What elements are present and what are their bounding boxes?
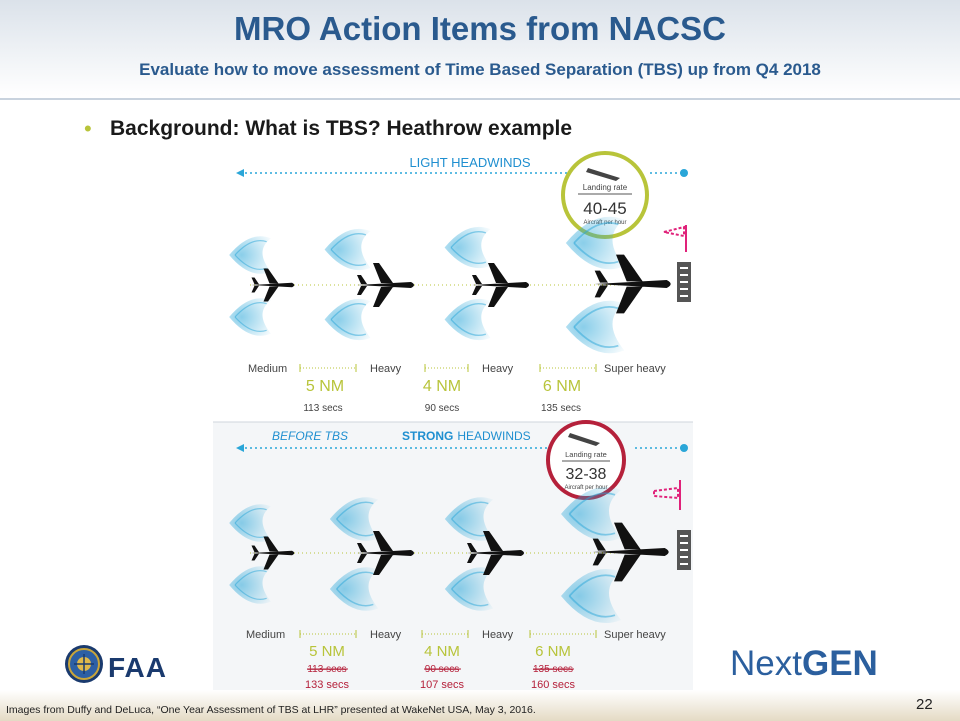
panel-light-headwinds: LIGHT HEADWINDS Landing rate 40-45 Aircr… bbox=[213, 148, 693, 422]
class-label: Heavy bbox=[370, 363, 402, 375]
nextgen-next: Next bbox=[730, 644, 802, 683]
time-label: 113 secs bbox=[303, 403, 342, 414]
panel-strong-headwinds: BEFORE TBS STRONG HEADWINDS Landing rate… bbox=[213, 420, 693, 694]
slide-title: MRO Action Items from NACSC bbox=[234, 10, 726, 47]
class-label: Medium bbox=[246, 629, 285, 641]
wind-dot-icon bbox=[680, 444, 688, 452]
class-label: Medium bbox=[248, 363, 287, 375]
class-label: Heavy bbox=[482, 629, 514, 641]
time-label: 90 secs bbox=[425, 403, 459, 414]
footer-citation: Images from Duffy and DeLuca, “One Year … bbox=[6, 704, 536, 716]
rate-value: 32-38 bbox=[566, 466, 607, 483]
bullet-icon: • bbox=[84, 116, 92, 141]
faa-seal-icon bbox=[65, 645, 103, 683]
bullet-text: Background: What is TBS? Heathrow exampl… bbox=[110, 117, 573, 140]
before-tbs-label: BEFORE TBS bbox=[272, 429, 348, 443]
header-band bbox=[0, 0, 960, 96]
rate-label: Landing rate bbox=[583, 183, 628, 192]
new-time-label: 107 secs bbox=[420, 679, 465, 691]
rate-value: 40-45 bbox=[583, 199, 626, 218]
distance-label: 5 NM bbox=[306, 378, 344, 395]
distance-label: 6 NM bbox=[543, 378, 581, 395]
landing-plane-icon bbox=[568, 433, 600, 446]
page-number: 22 bbox=[916, 696, 933, 713]
class-label: Heavy bbox=[370, 629, 402, 641]
time-label: 135 secs bbox=[541, 403, 581, 414]
strong-label: STRONG bbox=[402, 429, 453, 443]
distance-label: 5 NM bbox=[309, 643, 345, 660]
headwinds-label: LIGHT HEADWINDS bbox=[409, 155, 530, 170]
faa-logo-text: FAA bbox=[108, 652, 167, 683]
runway-icon bbox=[677, 530, 691, 570]
distance-label: 4 NM bbox=[423, 378, 461, 395]
new-time-label: 160 secs bbox=[531, 679, 576, 691]
class-label: Super heavy bbox=[604, 629, 666, 641]
headwinds-label: HEADWINDS bbox=[454, 429, 531, 443]
landing-plane-icon bbox=[586, 168, 620, 181]
arrow-left-icon bbox=[236, 444, 244, 452]
wind-dot-icon bbox=[680, 169, 688, 177]
nextgen-gen: GEN bbox=[801, 644, 878, 683]
distance-label: 4 NM bbox=[424, 643, 460, 660]
new-time-label: 133 secs bbox=[305, 679, 350, 691]
header-divider bbox=[0, 98, 960, 100]
slide-subtitle: Evaluate how to move assessment of Time … bbox=[139, 60, 821, 79]
class-label: Heavy bbox=[482, 363, 514, 375]
distance-label: 6 NM bbox=[535, 643, 571, 660]
footer-band bbox=[0, 690, 960, 721]
arrow-left-icon bbox=[236, 169, 244, 177]
runway-icon bbox=[677, 262, 691, 302]
nextgen-logo: NextGEN bbox=[730, 644, 878, 684]
rate-unit: Aircraft per hour bbox=[564, 485, 607, 491]
class-label: Super heavy bbox=[604, 363, 666, 375]
rate-label: Landing rate bbox=[565, 450, 607, 459]
